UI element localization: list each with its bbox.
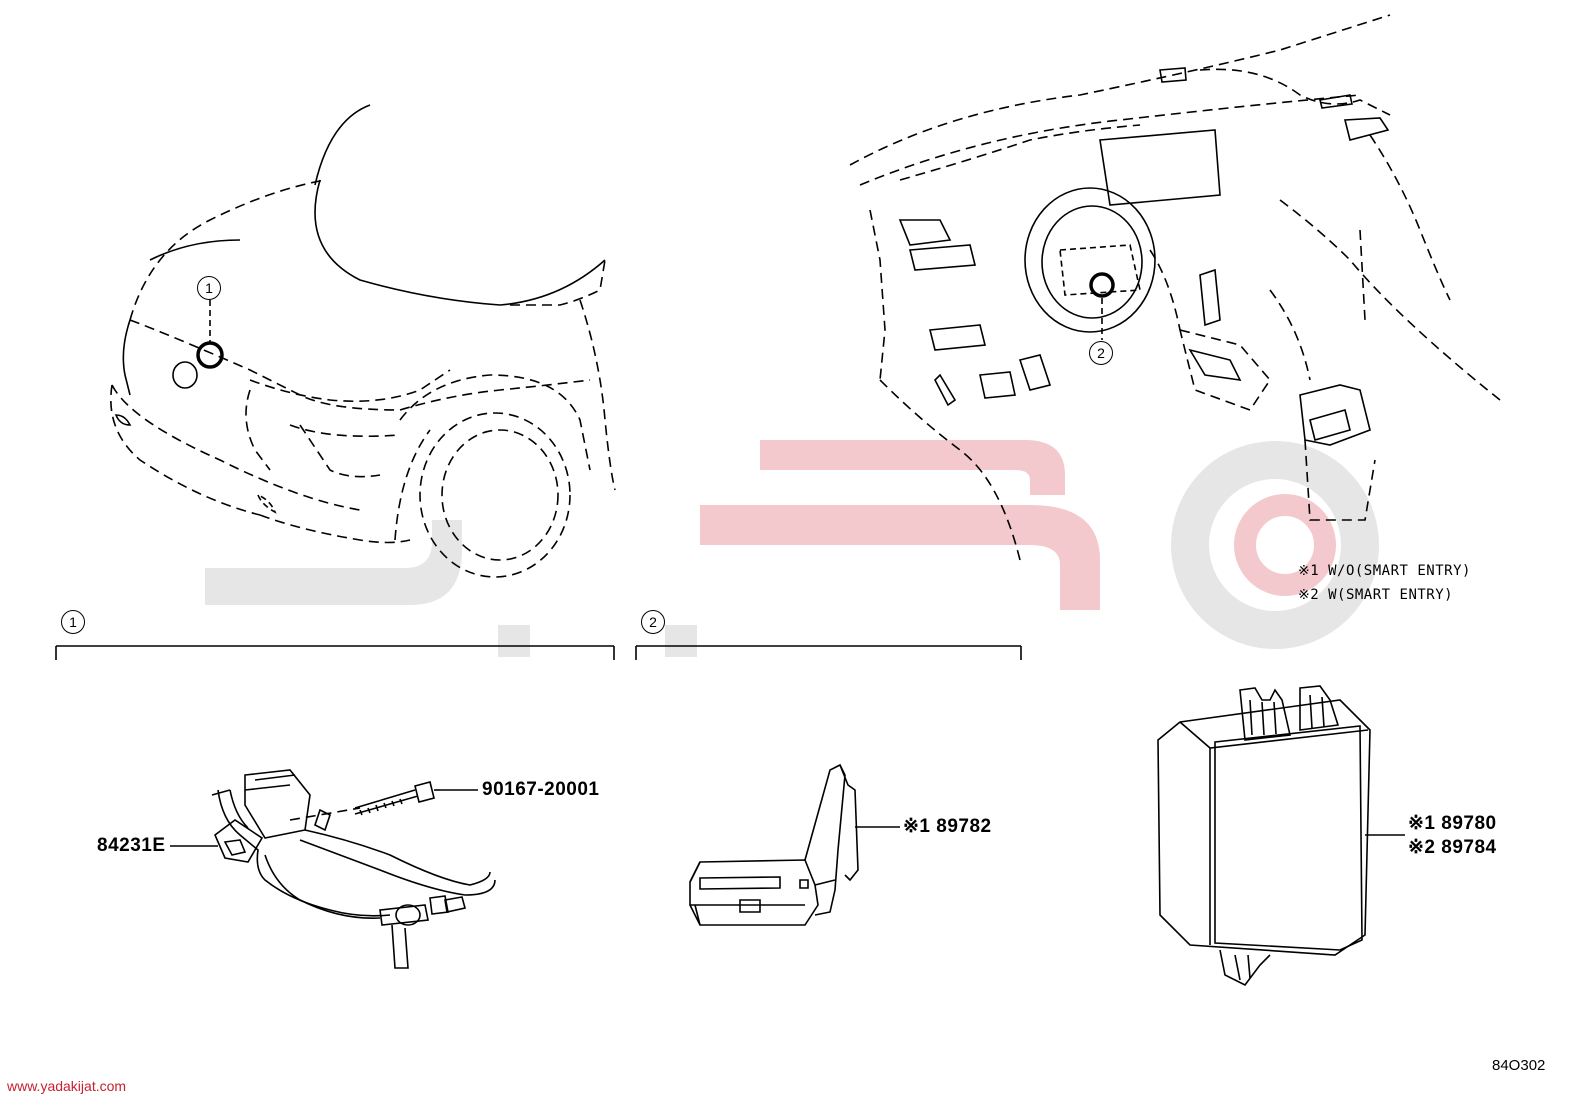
callout-1-vehicle: 1 bbox=[197, 276, 221, 300]
group-2-marker: 2 bbox=[641, 610, 665, 634]
footer-url: www.yadakijat.com bbox=[7, 1078, 127, 1094]
part-label-bolt: 90167-20001 bbox=[482, 779, 600, 800]
group-bracket-2 bbox=[635, 645, 1022, 660]
part-label-sensor-harness: 84231E bbox=[97, 835, 166, 856]
bracket-illustration bbox=[689, 763, 900, 926]
dashboard-illustration bbox=[849, 14, 1501, 561]
note-without-smart-entry: ※1 W/O(SMART ENTRY) bbox=[1298, 563, 1471, 579]
ecu-location-ring bbox=[1089, 272, 1115, 298]
group-bracket-1 bbox=[55, 645, 615, 660]
part-label-ecu-2: ※2 89784 bbox=[1408, 837, 1497, 858]
group-1-marker: 1 bbox=[61, 610, 85, 634]
vehicle-front-illustration bbox=[110, 104, 616, 578]
bolt-illustration bbox=[354, 781, 478, 816]
ecu-module-illustration bbox=[1157, 685, 1405, 987]
watermark-logo bbox=[205, 440, 1379, 657]
callout-2-dashboard: 2 bbox=[1089, 341, 1113, 365]
part-label-ecu-1: ※1 89780 bbox=[1408, 813, 1497, 834]
sensor-location-ring bbox=[196, 341, 224, 369]
diagram-id: 84O302 bbox=[1492, 1057, 1546, 1074]
part-label-bracket: ※1 89782 bbox=[903, 816, 992, 837]
sensor-harness-illustration bbox=[211, 769, 496, 969]
note-with-smart-entry: ※2 W(SMART ENTRY) bbox=[1298, 587, 1454, 603]
